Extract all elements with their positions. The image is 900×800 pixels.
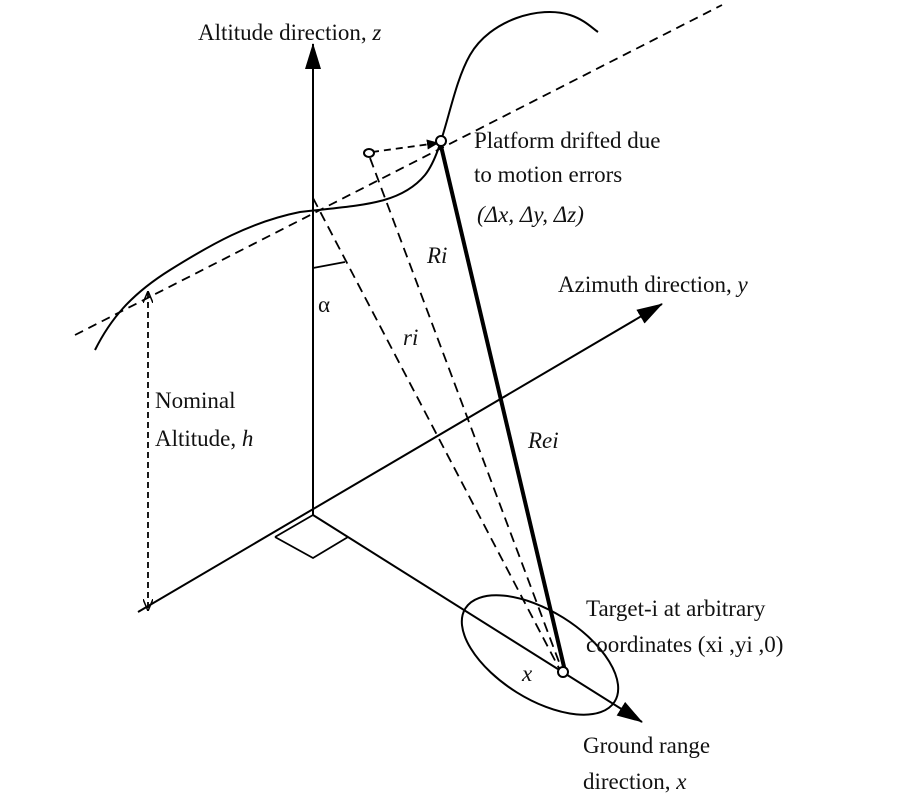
- azimuth-axis-label: Azimuth direction, y: [558, 272, 749, 297]
- actual-platform-point: [435, 135, 447, 147]
- alpha-angle-arc: [312, 261, 346, 269]
- actual-range-line: [439, 145, 567, 672]
- azimuth-axis: [137, 303, 663, 613]
- target-label-2: coordinates (xi ,yi ,0): [586, 632, 783, 657]
- nominal-label-2: Altitude, h: [155, 426, 253, 451]
- platform-label-3: (Δx, Δy, Δz): [477, 202, 584, 227]
- target-area-ellipse: [460, 594, 620, 716]
- ground-range-label-1: Ground range: [583, 733, 710, 758]
- ground-range-label-2: direction, x: [583, 769, 687, 794]
- r-i-label: ri: [403, 325, 418, 350]
- nominal-label-1: Nominal: [155, 388, 236, 413]
- right-angle-marker: [274, 536, 349, 560]
- target-label-1: Target-i at arbitrary: [586, 596, 766, 621]
- nominal-flight-path: [74, 4, 723, 336]
- look-angle-line: [312, 197, 561, 671]
- altitude-axis-label: Altitude direction, z: [198, 20, 381, 45]
- platform-label-2: to motion errors: [474, 162, 622, 187]
- actual-flight-path: [94, 11, 599, 351]
- x-near-target-label: x: [521, 661, 533, 686]
- nominal-platform-point: [363, 148, 375, 158]
- drift-arrow: [371, 139, 439, 153]
- alpha-label: α: [318, 292, 330, 317]
- ground-range-axis: [312, 514, 643, 723]
- nominal-range-line: [369, 157, 563, 671]
- platform-label-1: Platform drifted due: [474, 128, 661, 153]
- target-point: [557, 666, 569, 678]
- R-i-label: Ri: [426, 243, 447, 268]
- R-ei-label: Rei: [527, 428, 559, 453]
